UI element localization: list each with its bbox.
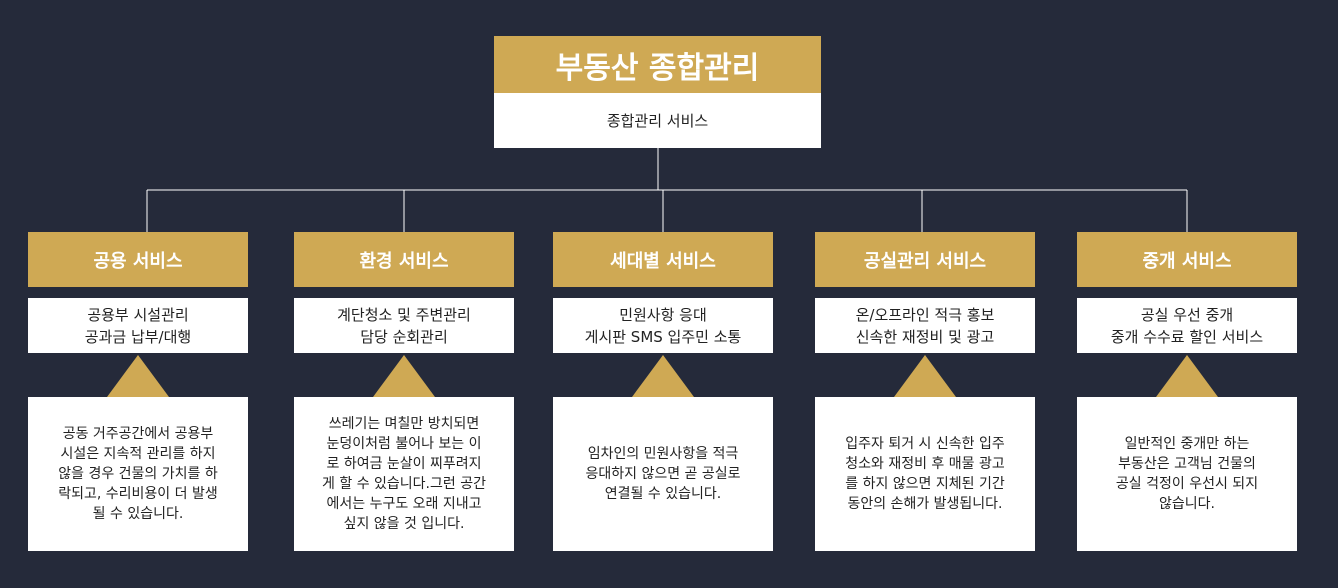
up-arrow-icon — [632, 355, 694, 397]
service-column-common: 공용 서비스 공용부 시설관리 공과금 납부/대행 공동 거주공간에서 공용부 … — [28, 232, 248, 551]
root-title: 부동산 종합관리 — [494, 36, 821, 93]
service-description: 입주자 퇴거 시 신속한 입주 청소와 재정비 후 매물 광고 를 하지 않으면… — [815, 397, 1035, 551]
service-column-household: 세대별 서비스 민원사항 응대 게시판 SMS 입주민 소통 임차인의 민원사항… — [553, 232, 773, 551]
service-title: 중개 서비스 — [1077, 232, 1297, 287]
service-item: 공실 우선 중개 — [1140, 305, 1234, 324]
service-item: 신속한 재정비 및 광고 — [855, 327, 995, 346]
service-description: 임차인의 민원사항을 적극 응대하지 않으면 곧 공실로 연결될 수 있습니다. — [553, 397, 773, 551]
service-item: 공용부 시설관리 — [87, 305, 189, 324]
service-items: 공용부 시설관리 공과금 납부/대행 — [28, 298, 248, 353]
service-items: 온/오프라인 적극 홍보 신속한 재정비 및 광고 — [815, 298, 1035, 353]
service-title: 공용 서비스 — [28, 232, 248, 287]
service-description: 일반적인 중개만 하는 부동산은 고객님 건물의 공실 걱정이 우선시 되지 않… — [1077, 397, 1297, 551]
root-subtitle: 종합관리 서비스 — [494, 93, 821, 148]
service-title: 환경 서비스 — [294, 232, 514, 287]
service-item: 담당 순회관리 — [360, 327, 448, 346]
service-item: 계단청소 및 주변관리 — [337, 305, 471, 324]
service-title: 공실관리 서비스 — [815, 232, 1035, 287]
service-column-vacancy: 공실관리 서비스 온/오프라인 적극 홍보 신속한 재정비 및 광고 입주자 퇴… — [815, 232, 1035, 551]
service-description: 쓰레기는 며칠만 방치되면 눈덩이처럼 불어나 보는 이 로 하여금 눈살이 찌… — [294, 397, 514, 551]
service-items: 계단청소 및 주변관리 담당 순회관리 — [294, 298, 514, 353]
service-column-environment: 환경 서비스 계단청소 및 주변관리 담당 순회관리 쓰레기는 며칠만 방치되면… — [294, 232, 514, 551]
service-column-brokerage: 중개 서비스 공실 우선 중개 중개 수수료 할인 서비스 일반적인 중개만 하… — [1077, 232, 1297, 551]
up-arrow-icon — [894, 355, 956, 397]
service-item: 게시판 SMS 입주민 소통 — [584, 327, 742, 346]
service-item: 민원사항 응대 — [619, 305, 707, 324]
service-items: 민원사항 응대 게시판 SMS 입주민 소통 — [553, 298, 773, 353]
service-items: 공실 우선 중개 중개 수수료 할인 서비스 — [1077, 298, 1297, 353]
service-item: 중개 수수료 할인 서비스 — [1110, 327, 1264, 346]
up-arrow-icon — [373, 355, 435, 397]
service-description: 공동 거주공간에서 공용부 시설은 지속적 관리를 하지 않을 경우 건물의 가… — [28, 397, 248, 551]
up-arrow-icon — [1156, 355, 1218, 397]
service-title: 세대별 서비스 — [553, 232, 773, 287]
service-item: 공과금 납부/대행 — [84, 327, 192, 346]
up-arrow-icon — [107, 355, 169, 397]
service-item: 온/오프라인 적극 홍보 — [855, 305, 995, 324]
